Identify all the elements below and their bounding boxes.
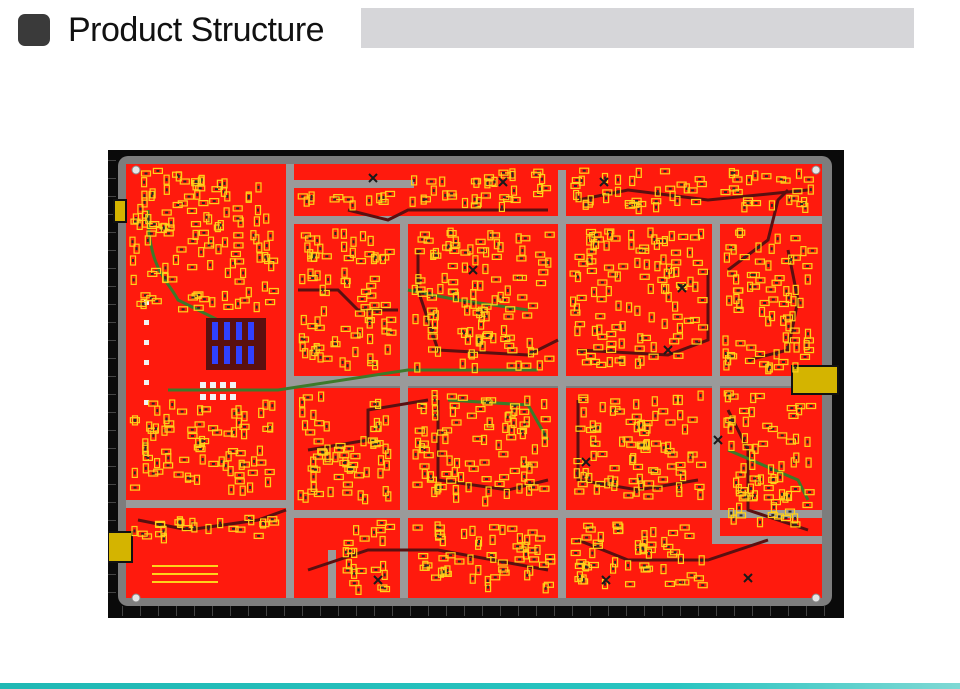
title-decoration-bar — [361, 8, 914, 48]
top-left-connector — [113, 199, 127, 223]
shield-walls — [126, 164, 822, 598]
component-pads — [129, 167, 818, 595]
title-bullet-icon — [18, 14, 50, 46]
mounting-holes — [131, 165, 821, 603]
page-title: Product Structure — [68, 11, 325, 49]
processor-vias — [206, 318, 266, 370]
right-connector — [791, 365, 839, 395]
pcb-layout-image — [108, 150, 844, 618]
slide-header: Product Structure — [0, 0, 960, 60]
frame-ticks — [108, 160, 825, 616]
silkscreen-lines — [152, 565, 218, 583]
pcb-board — [108, 150, 844, 618]
left-connector — [108, 531, 133, 563]
footer-accent-line — [0, 683, 960, 689]
